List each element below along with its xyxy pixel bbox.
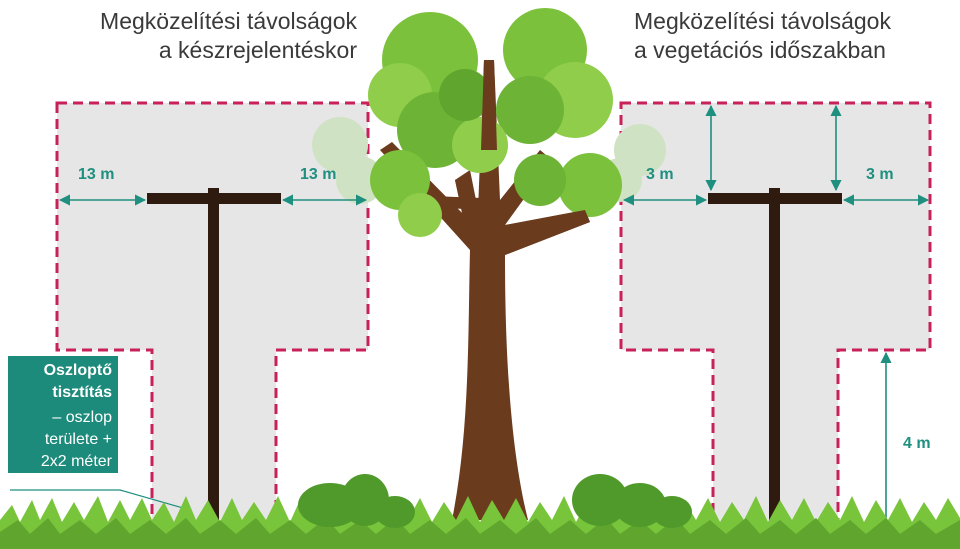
left-distance-label-b: 13 m	[300, 166, 337, 183]
tree-foliage	[368, 8, 622, 237]
legend-heading: Oszloptő tisztítás	[8, 356, 118, 407]
legend-heading-line2: tisztítás	[52, 384, 112, 401]
grass-ground	[0, 496, 960, 549]
left-panel-title: Megközelítési távolságok a készrejelenté…	[100, 7, 357, 65]
legend-body: – oszlop területe + 2x2 méter	[8, 407, 118, 473]
legend-leader-line	[10, 489, 191, 511]
measurement-arrows	[58, 104, 930, 548]
right-panel-title: Megközelítési távolságok a vegetációs id…	[634, 7, 891, 65]
height-label: 4 m	[903, 435, 931, 452]
left-bush	[298, 474, 415, 528]
right-utility-pole	[708, 188, 842, 546]
right-title-line2: a vegetációs időszakban	[634, 37, 886, 63]
legend-body-line1: – oszlop	[52, 409, 112, 426]
right-distance-label-a: 3 m	[646, 166, 674, 183]
left-title-line1: Megközelítési távolságok	[100, 8, 357, 34]
left-distance-label-a: 13 m	[78, 166, 115, 183]
legend-body-line3: 2x2 méter	[40, 453, 112, 470]
right-title-line1: Megközelítési távolságok	[634, 8, 891, 34]
tree-trunk-overlay	[455, 60, 590, 255]
left-utility-pole	[147, 188, 281, 546]
left-title-line2: a készrejelentéskor	[158, 37, 357, 63]
legend-body-line2: területe +	[44, 431, 112, 448]
right-bush	[572, 474, 692, 528]
legend-heading-line1: Oszloptő	[43, 362, 112, 379]
right-distance-label-b: 3 m	[866, 166, 894, 183]
pole-base-clearing-legend: Oszloptő tisztítás – oszlop területe + 2…	[8, 356, 118, 473]
